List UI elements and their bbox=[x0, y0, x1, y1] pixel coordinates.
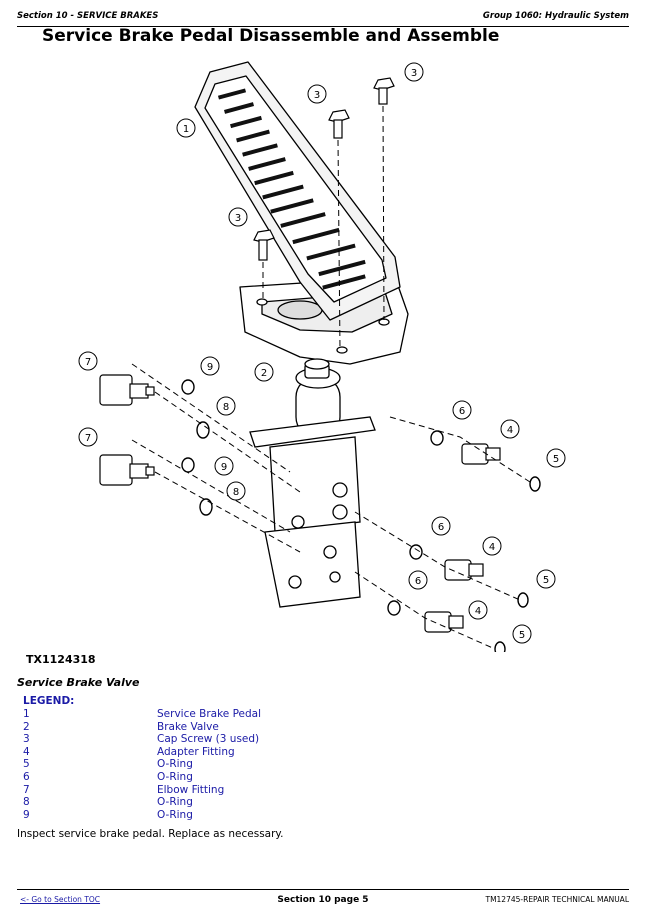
o-ring-5-middle bbox=[517, 592, 529, 608]
adapter-fitting-middle bbox=[444, 559, 484, 581]
callout-labels: 1 2 3 3 3 4 4 4 5 5 5 6 6 6 7 7 8 8 9 9 bbox=[78, 62, 566, 644]
o-ring-8-upper bbox=[196, 421, 210, 439]
group-label: Group 1060: Hydraulic System bbox=[482, 11, 629, 21]
callout-3: 3 bbox=[314, 90, 320, 101]
callout-6: 6 bbox=[459, 406, 465, 417]
callout-8: 8 bbox=[223, 402, 229, 413]
o-ring-6-bottom bbox=[387, 600, 401, 616]
callout-5: 5 bbox=[543, 575, 549, 586]
legend-title: LEGEND: bbox=[23, 695, 75, 707]
elbow-fitting-upper bbox=[99, 374, 155, 406]
callout-8: 8 bbox=[233, 487, 239, 498]
elbow-fitting-lower bbox=[99, 454, 155, 486]
cap-screw-right bbox=[373, 77, 395, 105]
inspect-instruction: Inspect service brake pedal. Replace as … bbox=[17, 828, 284, 840]
o-ring-8-lower bbox=[199, 498, 213, 516]
o-ring-6-middle bbox=[409, 544, 423, 560]
o-ring-9-upper bbox=[181, 379, 195, 395]
adapter-fitting-bottom bbox=[424, 611, 464, 633]
page-footer: <- Go to Section TOC Section 10 page 5 T… bbox=[17, 889, 629, 912]
section-toc-link[interactable]: <- Go to Section TOC bbox=[20, 895, 101, 904]
callout-3: 3 bbox=[235, 213, 241, 224]
callout-4: 4 bbox=[507, 425, 513, 436]
callout-7: 7 bbox=[85, 357, 91, 368]
callout-9: 9 bbox=[207, 362, 213, 373]
page-title: Service Brake Pedal Disassemble and Asse… bbox=[42, 26, 500, 46]
callout-1: 1 bbox=[183, 124, 189, 135]
page-header: Section 10 - SERVICE BRAKES Group 1060: … bbox=[17, 6, 629, 27]
callout-4: 4 bbox=[475, 606, 481, 617]
o-ring-9-lower bbox=[181, 457, 195, 473]
brake-valve-body bbox=[249, 358, 376, 608]
cap-screw-left bbox=[253, 229, 275, 261]
callout-9: 9 bbox=[221, 462, 227, 473]
adapter-fitting-top bbox=[461, 443, 501, 465]
callout-6: 6 bbox=[438, 522, 444, 533]
callout-2: 2 bbox=[261, 368, 267, 379]
callout-6: 6 bbox=[415, 576, 421, 587]
exploded-view-illustration: 1 2 3 3 3 4 4 4 5 5 5 6 6 6 7 7 8 8 9 9 bbox=[78, 61, 566, 652]
callout-3: 3 bbox=[411, 68, 417, 79]
cap-screw-middle bbox=[328, 109, 350, 139]
callout-4: 4 bbox=[489, 542, 495, 553]
o-ring-6-top bbox=[430, 430, 444, 446]
o-ring-5-top bbox=[529, 476, 541, 492]
figure-id: TX1124318 bbox=[26, 653, 96, 666]
manual-name: TM12745-REPAIR TECHNICAL MANUAL bbox=[485, 895, 629, 904]
page-number: Section 10 page 5 bbox=[277, 895, 369, 905]
pedal-grip-pattern bbox=[217, 88, 366, 290]
callout-7: 7 bbox=[85, 433, 91, 444]
figure-caption: Service Brake Valve bbox=[17, 676, 140, 689]
section-label: Section 10 - SERVICE BRAKES bbox=[17, 11, 159, 21]
callout-5: 5 bbox=[553, 454, 559, 465]
callout-5: 5 bbox=[519, 630, 525, 641]
o-ring-5-bottom bbox=[494, 641, 506, 652]
